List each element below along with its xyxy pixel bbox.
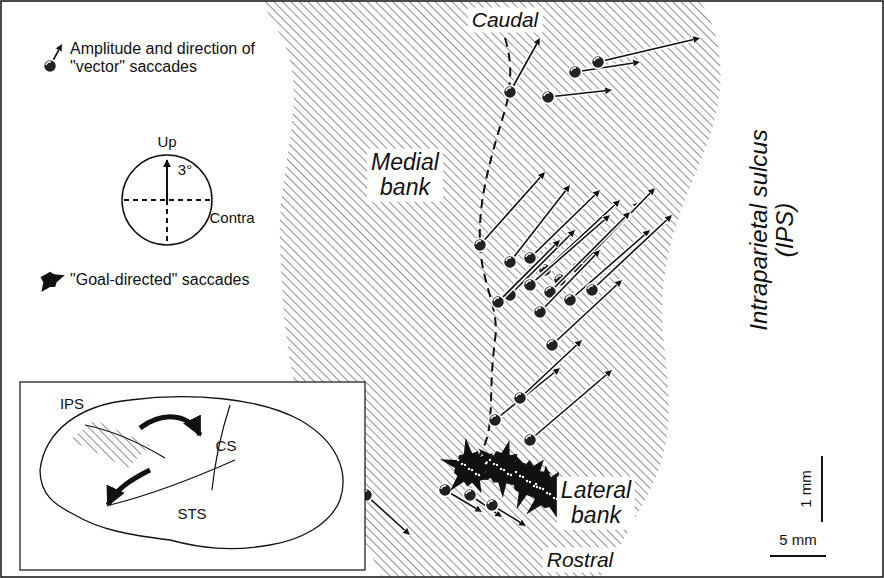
scale-label: 5 mm <box>779 532 817 549</box>
region-label: Up <box>157 134 176 151</box>
goal-directed-sites <box>440 438 575 521</box>
region-label: Lateral bank <box>557 477 635 530</box>
sulcus-label: Intraparietal sulcus (IPS) <box>746 110 799 350</box>
legend-text: Amplitude and direction of "vector" sacc… <box>70 40 290 75</box>
region-label: IPS <box>60 396 84 413</box>
region-label: CS <box>216 438 237 455</box>
region-label: STS <box>177 506 206 523</box>
vector-saccades <box>360 38 701 535</box>
legend-text: "Goal-directed" saccades <box>70 271 330 289</box>
region-label: Rostral <box>543 547 618 572</box>
region-label: Medial bank <box>367 149 443 202</box>
direction-key <box>122 155 212 245</box>
legend-icons <box>40 44 64 292</box>
brain-inset <box>20 382 365 570</box>
fundus-line <box>470 38 510 470</box>
scale-label: 1 mm <box>798 459 815 519</box>
scale-bars <box>770 456 826 556</box>
region-label: Caudal <box>468 7 543 32</box>
region-label: Contra <box>209 210 254 227</box>
region-label: 3° <box>178 162 192 179</box>
